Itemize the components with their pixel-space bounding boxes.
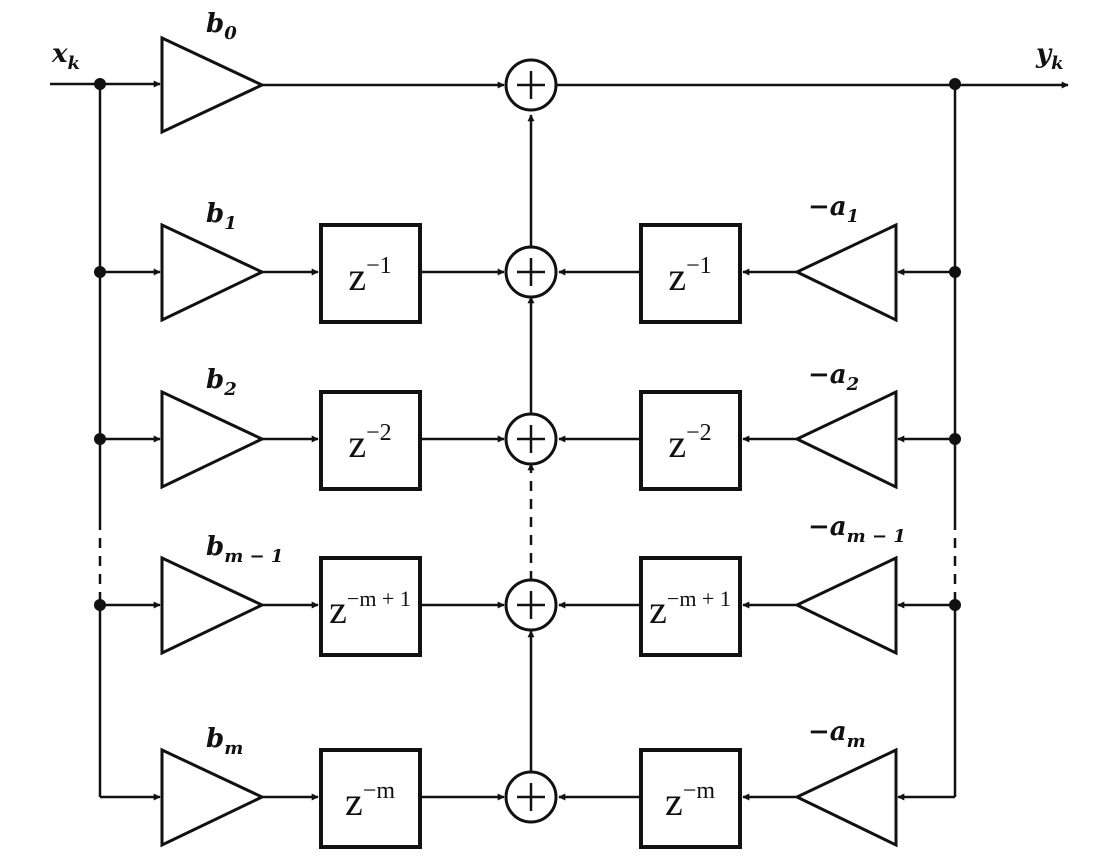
output-bus	[949, 78, 961, 797]
gain-label-am-1: −am − 1	[808, 512, 906, 547]
delay-label-ff-4: z−m	[345, 778, 395, 824]
delay-label-ff-1: z−1	[348, 253, 391, 299]
delay-ff-1	[319, 223, 422, 324]
delay-label-ff-2: z−2	[348, 420, 391, 466]
gain-label-b1: b1	[206, 199, 237, 234]
delay-label-fb-3: z−m + 1	[649, 586, 731, 632]
delay-fb-3	[639, 556, 742, 657]
row-0	[100, 35, 1069, 135]
delay-label-ff-3: z−m + 1	[329, 586, 411, 632]
gain-label-b2: b2	[206, 365, 237, 400]
gain-label-bm: bm	[206, 724, 243, 759]
delay-label-fb-4: z−m	[665, 778, 715, 824]
row-1	[100, 222, 955, 324]
input-bus	[50, 78, 106, 797]
delay-ff-3	[319, 556, 422, 657]
input-signal-label: xk	[51, 39, 80, 74]
delay-label-fb-2: z−2	[668, 420, 711, 466]
output-signal-label: yk	[1035, 39, 1064, 74]
delay-ff-2	[319, 390, 422, 491]
row-4	[100, 747, 955, 849]
row-3	[100, 555, 955, 657]
delay-fb-4	[639, 748, 742, 849]
delay-label-fb-1: z−1	[668, 253, 711, 299]
gain-b0-triangle	[160, 35, 266, 135]
gain-label-bm-1: bm − 1	[206, 532, 283, 567]
delay-fb-1	[639, 223, 742, 324]
gain-label-a2: −a2	[808, 360, 859, 395]
delay-fb-2	[639, 390, 742, 491]
gain-label-am: −am	[808, 717, 866, 752]
gain-label-a1: −a1	[808, 192, 859, 227]
row-2	[100, 389, 955, 491]
delay-ff-4	[319, 748, 422, 849]
gain-label-b0: b0	[206, 9, 237, 44]
